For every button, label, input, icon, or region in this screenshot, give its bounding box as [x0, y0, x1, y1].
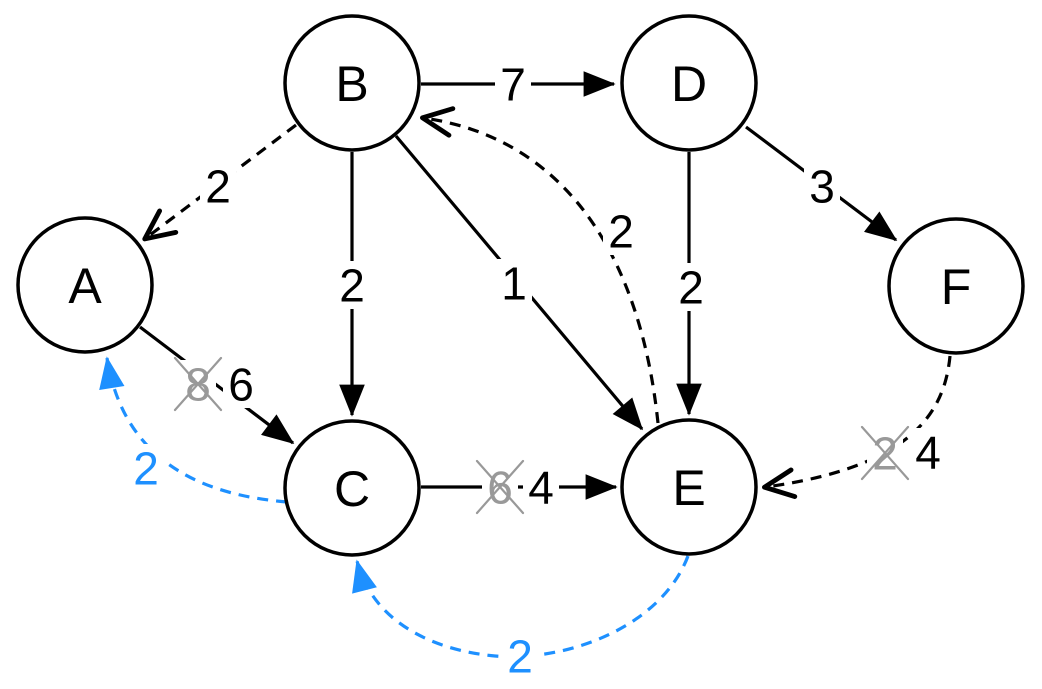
node-C: C	[283, 419, 421, 557]
edge-label-bg	[223, 360, 259, 408]
edge-F-E	[762, 355, 952, 499]
cross-out-mark-C-E	[475, 459, 525, 515]
weight-label-C-E: 4	[528, 462, 554, 514]
weight-label-E-B: 2	[608, 206, 634, 258]
node-label-F: F	[941, 259, 972, 315]
edge-label-bg	[128, 444, 164, 492]
edge-label-bg	[496, 259, 532, 307]
weight-label-D-E: 2	[678, 262, 704, 314]
edge-label-bg	[502, 632, 538, 680]
node-B: B	[283, 14, 421, 152]
weight-label-C-A: 2	[133, 443, 159, 495]
edge-label-bg	[673, 263, 709, 311]
node-circle-C	[283, 419, 421, 557]
edge-label-bg	[910, 428, 946, 476]
node-A: A	[16, 216, 154, 354]
edge-E-C	[352, 555, 690, 659]
edge-label-bg	[804, 162, 840, 210]
weight-label-A-C: 6	[228, 359, 254, 411]
weight-label-B-A: 2	[205, 161, 231, 213]
weight-label-F-E: 4	[915, 427, 941, 479]
edge-B-A	[142, 123, 297, 242]
node-circle-F	[887, 217, 1025, 355]
edge-label-bg	[200, 162, 236, 210]
edge-E-B	[420, 106, 660, 424]
weight-label-D-F: 3	[809, 161, 835, 213]
edge-A-C	[139, 325, 295, 445]
cross-out-mark-A-C	[173, 356, 223, 412]
weight-label-B-E: 1	[501, 258, 527, 310]
weight-label-B-D: 7	[500, 59, 526, 111]
cross-out-mark-F-E	[860, 425, 910, 481]
node-circle-B	[283, 14, 421, 152]
node-label-A: A	[68, 258, 102, 314]
node-label-C: C	[334, 461, 370, 517]
node-circle-D	[620, 14, 758, 152]
node-label-E: E	[672, 460, 705, 516]
weight-label-B-C: 2	[339, 260, 365, 312]
node-circle-E	[620, 418, 758, 556]
edge-label-bg	[495, 60, 531, 108]
edge-label-bg	[334, 261, 370, 309]
node-E: E	[620, 418, 758, 556]
node-F: F	[887, 217, 1025, 355]
edge-label-bg	[603, 207, 639, 255]
node-label-B: B	[335, 56, 368, 112]
edge-C-A	[99, 356, 288, 504]
weight-label-E-C: 2	[507, 631, 533, 683]
edge-label-bg	[523, 463, 559, 511]
node-D: D	[620, 14, 758, 152]
node-circle-A	[16, 216, 154, 354]
node-label-D: D	[671, 56, 707, 112]
